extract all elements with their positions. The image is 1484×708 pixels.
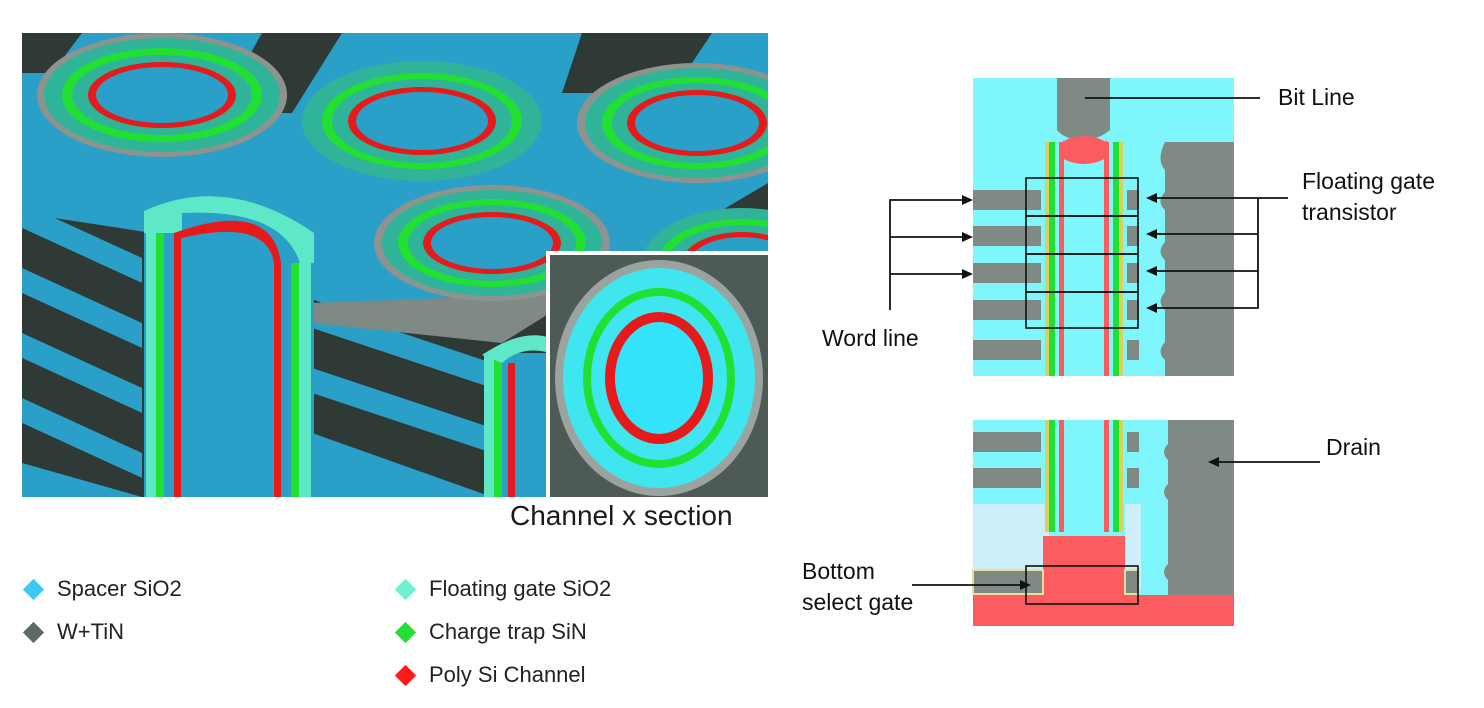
legend-item-wtin: W+TiN: [22, 619, 125, 645]
label-floating-gate: Floating gate transistor: [1302, 166, 1435, 228]
inset-caption: Channel x section: [510, 500, 733, 531]
diamond-swatch-icon: [394, 621, 417, 643]
legend-item-floating-gate-sio2: Floating gate SiO2: [394, 576, 612, 602]
channel-cross-section-inset: [546, 251, 768, 497]
upper-panel: [973, 78, 1234, 376]
lower-pillar-fragment: [482, 335, 552, 497]
diamond-swatch-icon: [394, 578, 417, 600]
arrowheads: [962, 193, 1219, 590]
label-bottom-select-line1: Bottom: [802, 558, 875, 584]
label-floating-gate-line1: Floating gate: [1302, 168, 1435, 194]
legend-label: Poly Si Channel: [429, 662, 586, 687]
bit-line-contact: [1057, 78, 1110, 140]
3d-channel-array-render: [22, 33, 768, 497]
drain-column-upper: [1160, 142, 1234, 376]
label-bottom-select-line2: select gate: [802, 589, 914, 615]
left-wordline-stack: [22, 203, 142, 497]
drain-column-lower: [1164, 420, 1234, 595]
legend-item-charge-trap-sin: Charge trap SiN: [394, 619, 587, 645]
cut-pillar-section: [144, 196, 314, 497]
annotation-lines: [889, 97, 1320, 586]
pillar-rings: [37, 33, 768, 497]
floating-gate-boxes: [1025, 177, 1139, 329]
word-line-stripes-left: [973, 190, 1041, 360]
substrate: [973, 595, 1234, 626]
legend-item-spacer: Spacer SiO2: [22, 576, 182, 602]
right-wordline-stack: [312, 293, 582, 497]
diamond-swatch-icon: [22, 578, 45, 600]
legend-item-poly-si-channel: Poly Si Channel: [394, 662, 586, 688]
cross-section-diagram: [889, 78, 1320, 626]
label-word-line: Word line: [822, 325, 919, 351]
label-drain: Drain: [1326, 434, 1381, 460]
diamond-swatch-icon: [394, 664, 417, 686]
label-floating-gate-line2: transistor: [1302, 199, 1397, 225]
label-bottom-select-gate: Bottom select gate: [802, 556, 913, 618]
legend-label: W+TiN: [57, 619, 125, 644]
lower-panel: [972, 420, 1234, 626]
label-bit-line: Bit Line: [1278, 84, 1355, 110]
legend-label: Spacer SiO2: [57, 576, 182, 601]
legend-label: Charge trap SiN: [429, 619, 587, 644]
legend-label: Floating gate SiO2: [429, 576, 612, 601]
word-line-stripes-right: [1127, 190, 1139, 360]
diamond-swatch-icon: [22, 621, 45, 643]
